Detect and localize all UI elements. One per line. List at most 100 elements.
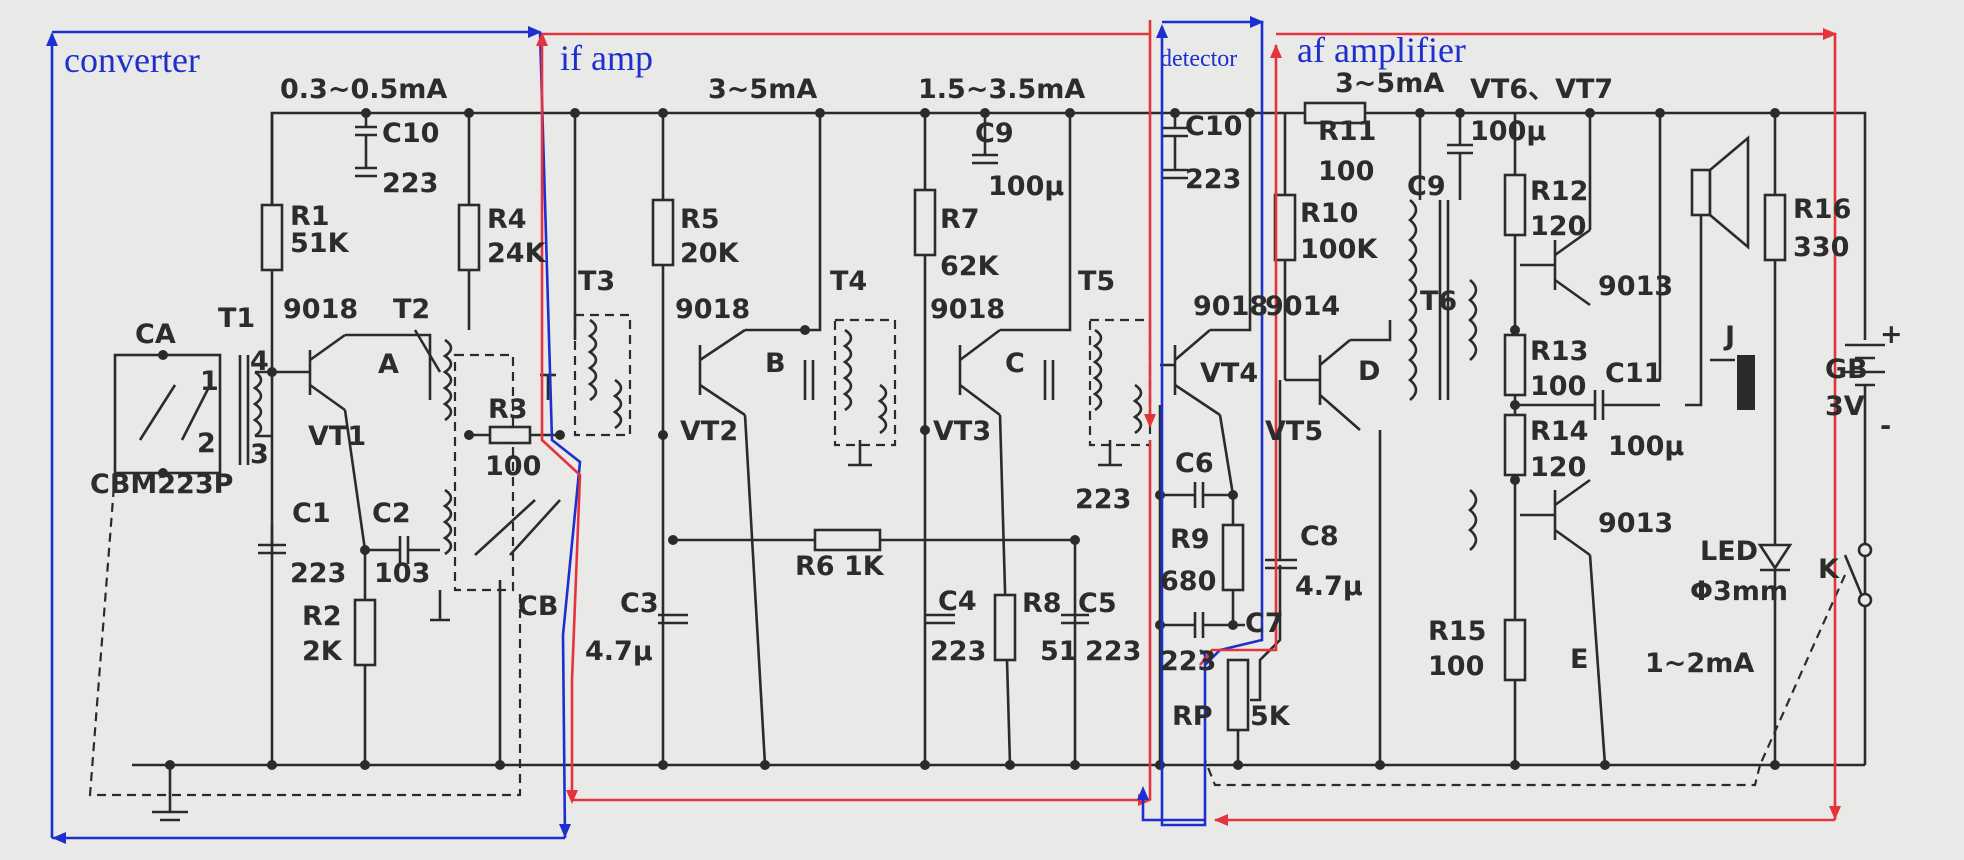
label-C8-value: 4.7μ — [1295, 571, 1363, 602]
label-B: B — [765, 348, 786, 379]
label-R7: R7 — [940, 204, 980, 235]
rails — [132, 111, 1867, 822]
label-GB: GB — [1825, 354, 1868, 385]
label-C10a: C10 — [382, 118, 439, 149]
label-C9b: C9 — [1407, 171, 1446, 202]
label-VT3: VT3 — [933, 416, 991, 447]
label-R4: R4 — [487, 204, 527, 235]
label-T5-cap: 223 — [1075, 484, 1131, 515]
label-R10: R10 — [1300, 198, 1358, 229]
label-A: A — [378, 349, 399, 380]
label-R16: R16 — [1793, 194, 1851, 225]
label-pin1: 1 — [200, 366, 219, 397]
label-LED: LED — [1700, 536, 1758, 567]
junctions — [158, 108, 1780, 770]
current-label-converter: 0.3~0.5mA — [280, 74, 447, 105]
label-pin3: 3 — [250, 439, 269, 470]
label-R2: R2 — [302, 601, 342, 632]
label-R15: R15 — [1428, 616, 1486, 647]
label-T2: T2 — [393, 294, 430, 325]
label-C9a: C9 — [975, 118, 1014, 149]
label-C6: C6 — [1175, 448, 1214, 479]
section-label-af-amplifier: af amplifier — [1297, 30, 1466, 70]
label-C3: C3 — [620, 588, 659, 619]
label-R16-value: 330 — [1793, 232, 1849, 263]
label-C8: C8 — [1300, 521, 1339, 552]
af-amp-stage — [1203, 101, 1885, 787]
label-CBM223P: CBM223P — [90, 469, 233, 500]
label-R14: R14 — [1530, 416, 1588, 447]
label-C7: C7 — [1245, 608, 1284, 639]
section-label-if-amp: if amp — [560, 38, 653, 78]
label-R2-value: 2K — [302, 636, 343, 667]
label-pin4: 4 — [250, 346, 269, 377]
label-C2: C2 — [372, 498, 411, 529]
current-label-if2: 1.5~3.5mA — [918, 74, 1085, 105]
label-E: E — [1570, 644, 1588, 675]
label-C7-value: 223 — [1160, 646, 1216, 677]
label-R14-value: 120 — [1530, 452, 1586, 483]
label-C9a-value: 100μ — [988, 171, 1064, 202]
label-q6: 9013 — [1598, 271, 1673, 302]
label-R11: R11 — [1318, 116, 1376, 147]
label-C10b: C10 — [1185, 111, 1242, 142]
label-q7: 9013 — [1598, 508, 1673, 539]
label-R12-value: 120 — [1530, 211, 1586, 242]
label-VT5: VT5 — [1265, 416, 1323, 447]
label-K: K — [1818, 554, 1840, 585]
label-R3: R3 — [488, 394, 528, 425]
label-R12: R12 — [1530, 176, 1588, 207]
label-R9-value: 680 — [1160, 566, 1216, 597]
label-C11-value: 100μ — [1608, 431, 1684, 462]
label-R10-value: 100K — [1300, 234, 1378, 265]
label-R1: R1 — [290, 201, 330, 232]
label-q1: 9018 — [283, 294, 358, 325]
label-C10b-value: 223 — [1185, 164, 1241, 195]
current-label-if1: 3~5mA — [708, 74, 817, 105]
label-RP: RP — [1172, 701, 1213, 732]
label-LED-value: Φ3mm — [1690, 576, 1788, 607]
label-R6: R6 1K — [795, 551, 885, 582]
label-R11-value: 100 — [1318, 156, 1374, 187]
label-R13: R13 — [1530, 336, 1588, 367]
detector-stage — [1160, 113, 1297, 765]
label-R5-value: 20K — [680, 238, 740, 269]
label-R4-value: 24K — [487, 238, 547, 269]
current-label-af: 3~5mA — [1335, 68, 1444, 99]
label-C9b-value: 100μ — [1470, 116, 1546, 147]
label-VT1: VT1 — [308, 421, 366, 452]
label-battery-plus: + — [1880, 319, 1903, 350]
section-label-converter: converter — [64, 40, 200, 80]
section-arrows — [46, 16, 1841, 844]
label-T3: T3 — [578, 266, 615, 297]
label-battery-minus: - — [1880, 411, 1891, 442]
section-label-detector: detector — [1160, 46, 1237, 72]
label-R1-value: 51K — [290, 228, 350, 259]
label-CB: CB — [518, 591, 558, 622]
label-C: C — [1005, 348, 1025, 379]
label-q5: 9014 — [1265, 291, 1340, 322]
component-labels: C10 223 R1 51K R4 24K R5 20K C9 100μ R7 … — [90, 74, 1903, 732]
label-C5-value: 223 — [1085, 636, 1141, 667]
label-D: D — [1358, 356, 1380, 387]
label-C2-value: 103 — [374, 558, 430, 589]
label-R8-value: 51 — [1040, 636, 1078, 667]
label-q3: 9018 — [930, 294, 1005, 325]
label-J: J — [1723, 321, 1735, 352]
label-T6: T6 — [1420, 286, 1457, 317]
current-label-led: 1~2mA — [1645, 648, 1754, 679]
label-R7-value: 62K — [940, 251, 1000, 282]
label-GB-value: 3V — [1825, 391, 1865, 422]
if-amp-stage — [540, 113, 1162, 766]
label-q2: 9018 — [675, 294, 750, 325]
label-C3-value: 4.7μ — [585, 636, 653, 667]
label-T1: T1 — [218, 303, 255, 334]
label-VT6-VT7: VT6、VT7 — [1470, 74, 1613, 105]
label-R3-value: 100 — [485, 451, 541, 482]
label-q4: 9018 — [1193, 291, 1268, 322]
label-CA: CA — [135, 319, 176, 350]
label-C5: C5 — [1078, 588, 1117, 619]
label-C4: C4 — [938, 586, 977, 617]
